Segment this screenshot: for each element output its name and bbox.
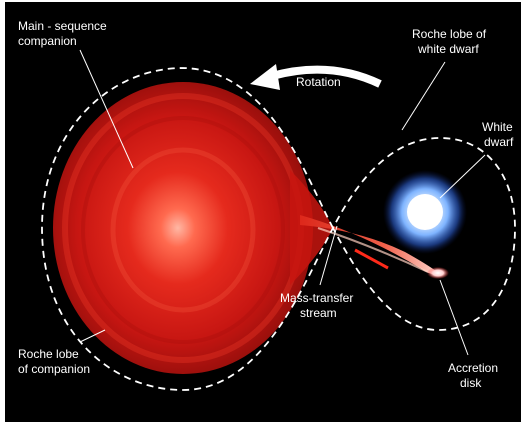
- label-accretion-line2: disk: [460, 376, 482, 390]
- label-mass-transfer-line1: Mass-transfer: [280, 291, 353, 305]
- label-accretion-line1: Accretion: [448, 361, 498, 375]
- label-main-sequence-line2: companion: [18, 34, 77, 48]
- label-rotation: Rotation: [296, 75, 341, 89]
- label-mass-transfer-line2: stream: [300, 306, 337, 320]
- label-roche-wd-line1: Roche lobe of: [412, 27, 487, 41]
- accretion-disk: [427, 267, 449, 279]
- label-roche-companion-line1: Roche lobe: [18, 347, 79, 361]
- label-roche-companion-line2: of companion: [18, 362, 90, 376]
- label-roche-wd-line2: white dwarf: [417, 42, 479, 56]
- label-main-sequence-line1: Main - sequence: [18, 19, 107, 33]
- white-dwarf: [383, 170, 467, 254]
- label-white-dwarf-line1: White: [482, 120, 513, 134]
- label-white-dwarf-line2: dwarf: [484, 135, 514, 149]
